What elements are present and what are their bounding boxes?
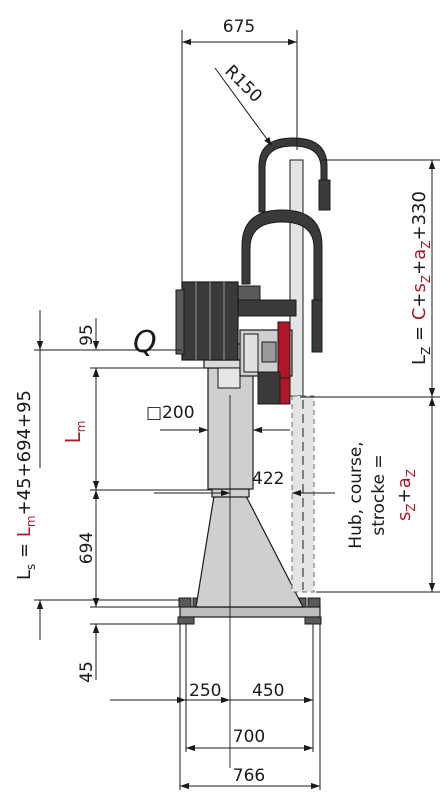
label-250: 250: [189, 681, 221, 701]
cable-loop-lower-end: [311, 299, 323, 353]
label-700: 700: [233, 727, 265, 747]
machine-body: [175, 137, 331, 768]
label-675: 675: [223, 17, 255, 37]
label-766: 766: [233, 766, 265, 786]
stroke-formula: sZ+aZ: [394, 469, 418, 521]
horizontal-arm: [235, 299, 297, 317]
gripper-face: [175, 289, 185, 355]
label-694: 694: [77, 532, 97, 564]
pedestal-cone: [195, 495, 304, 608]
label-q: Q: [133, 325, 157, 360]
dimension-lines: [34, 30, 440, 790]
label-square-200: □200: [146, 403, 195, 423]
dimension-labels: 675 R150 95 Q Lm □200 422 694 45 250 450…: [14, 17, 433, 786]
label-45: 45: [77, 661, 97, 683]
formula-lz: LZ = C+sZ+aZ+330: [409, 191, 433, 365]
foot-pad-right: [304, 616, 322, 625]
foot-bolt-right: [307, 597, 321, 608]
lower-motor-red: [279, 377, 291, 405]
stroke-line-1: Hub, course,: [346, 441, 366, 548]
lower-motor: [257, 371, 281, 405]
label-450: 450: [252, 681, 284, 701]
drive-unit-flange: [243, 333, 259, 373]
cable-loop-upper-end: [318, 179, 331, 211]
label-lm: Lm: [61, 421, 88, 444]
drive-unit-plate: [261, 341, 277, 363]
column-window: [217, 367, 241, 389]
foot-bolt-left: [178, 597, 192, 608]
label-422: 422: [252, 469, 284, 489]
dim-r150-leader: [214, 67, 273, 147]
formula-ls: Ls = Lm+45+694+95: [14, 390, 38, 580]
foot-pad-left: [177, 616, 195, 625]
stroke-line-2: strocke =: [369, 454, 389, 535]
label-95: 95: [77, 324, 97, 346]
base-plate: [179, 606, 321, 618]
arm-bracket: [237, 285, 261, 301]
